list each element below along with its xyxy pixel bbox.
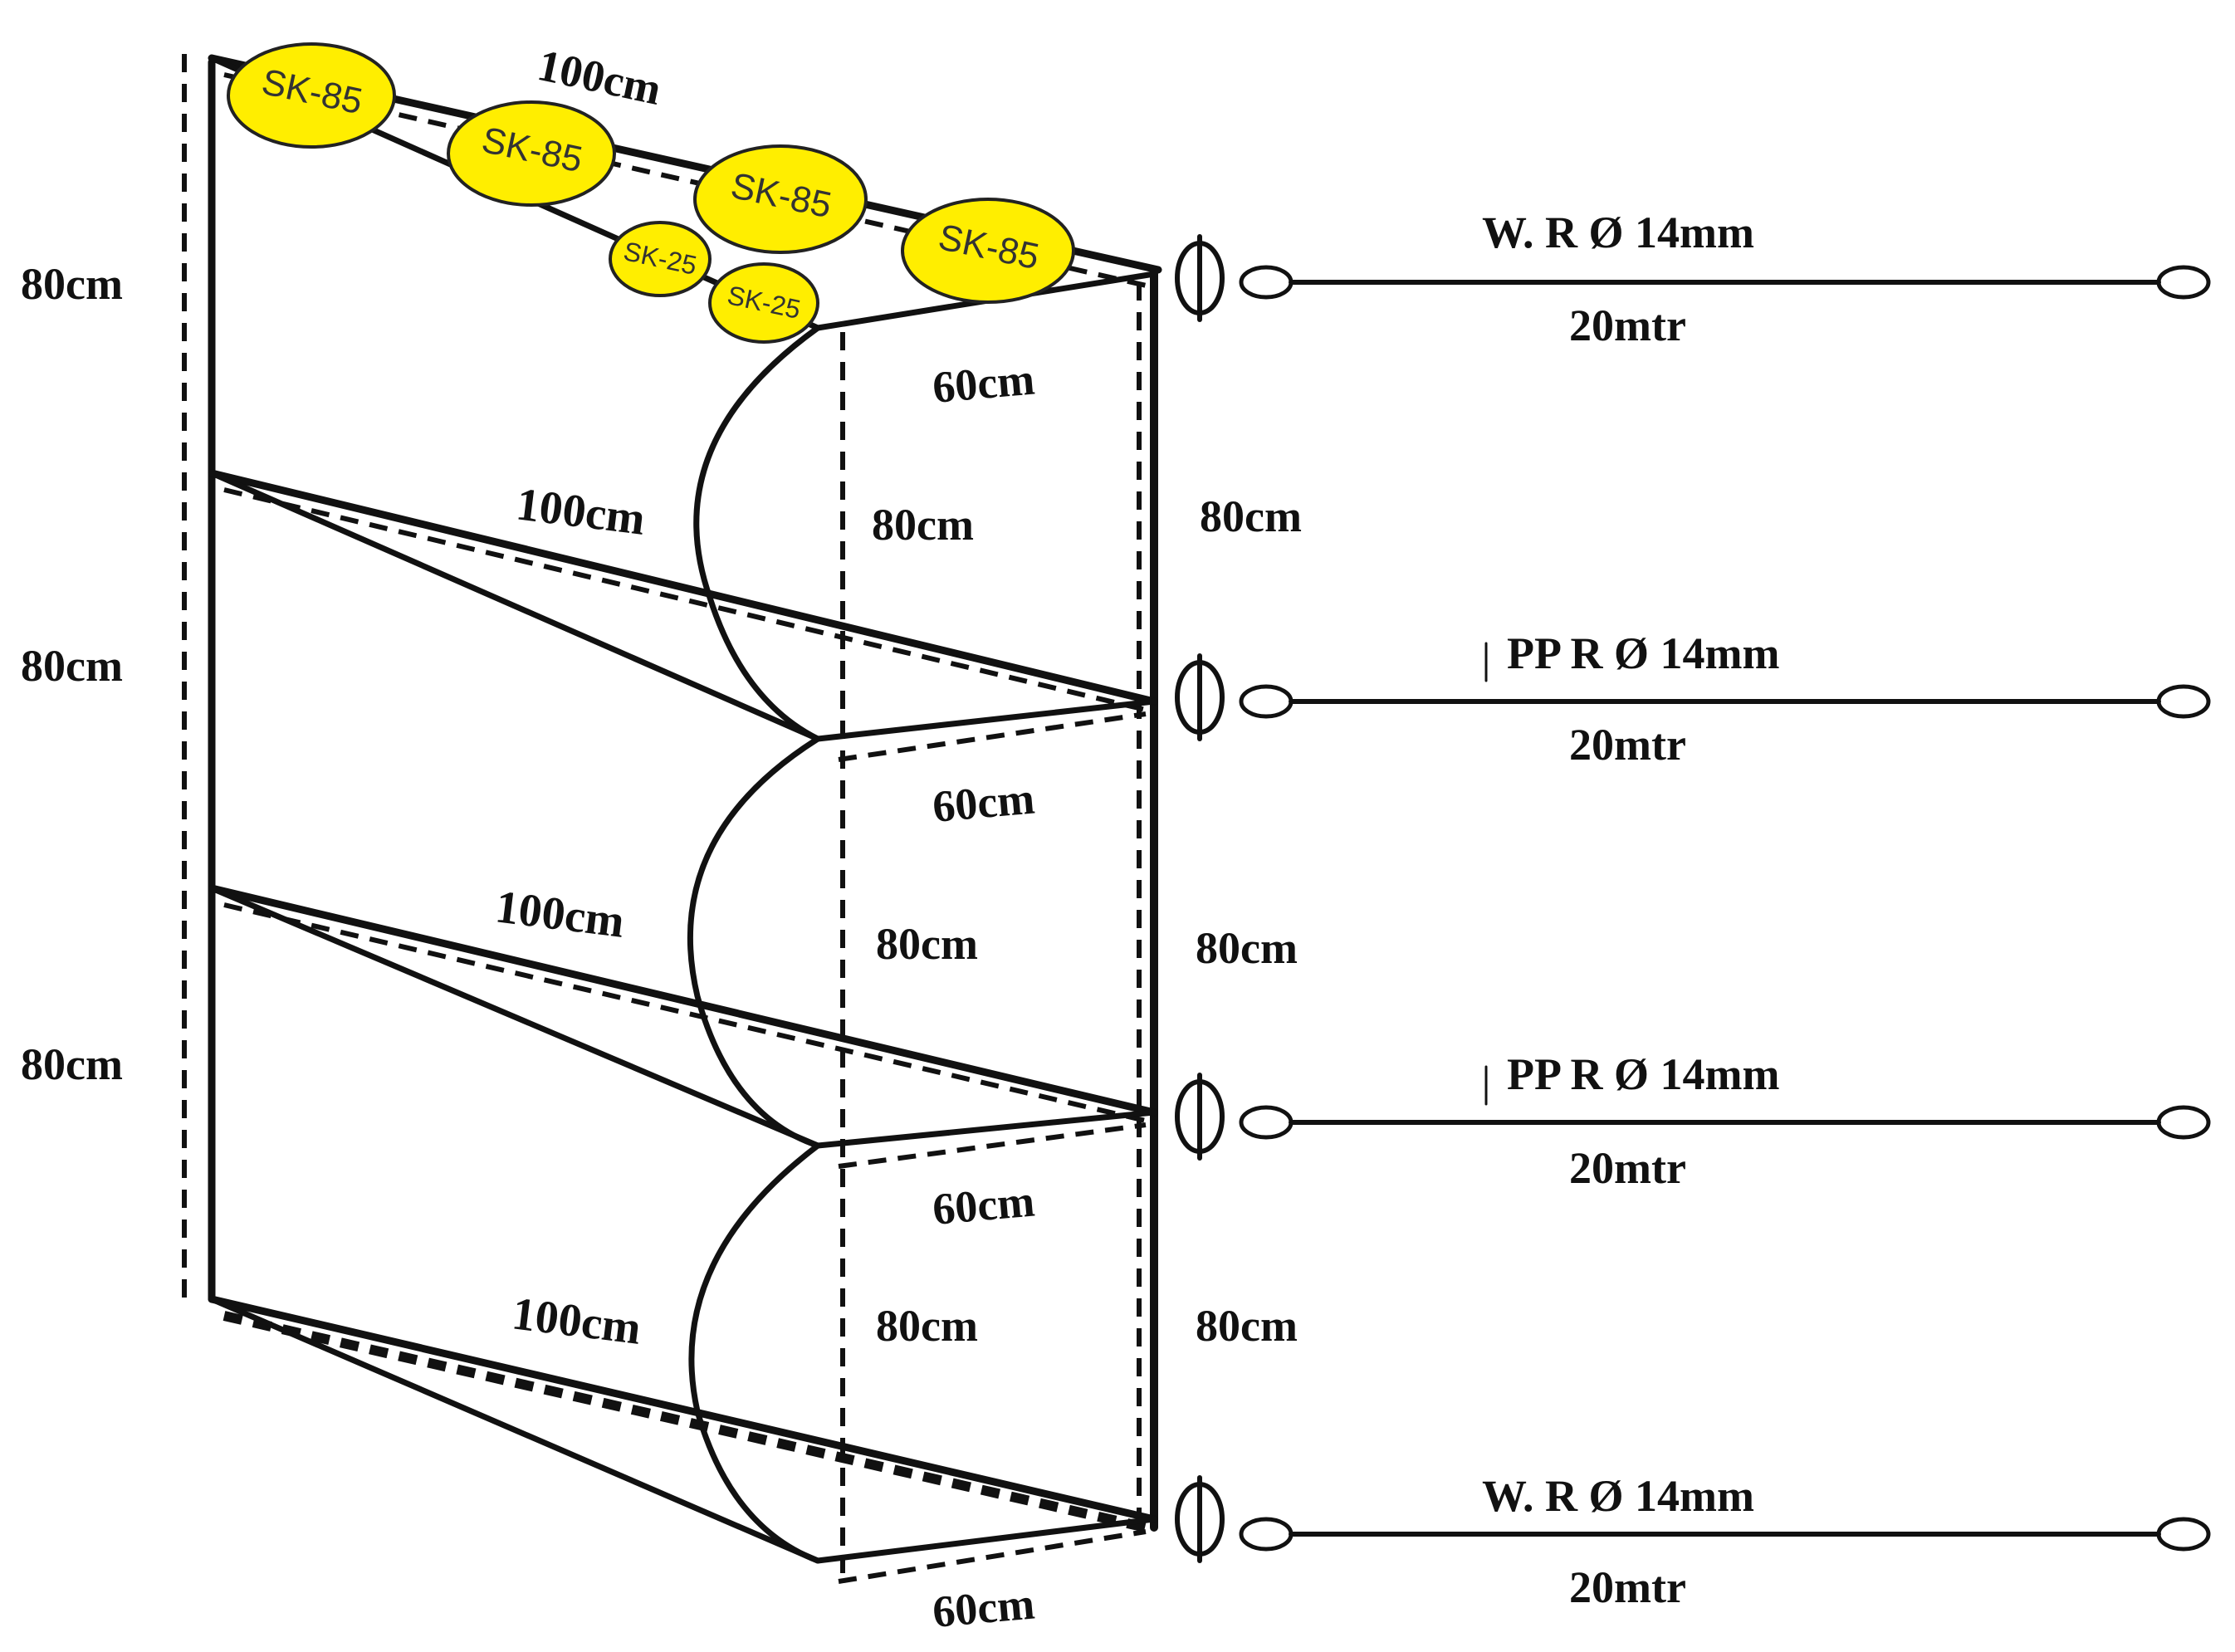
inner-height-label: 80cm: [876, 1301, 978, 1351]
left-frame: [182, 54, 216, 1303]
depth-label: 60cm: [931, 1175, 1037, 1234]
left-height-label: 80cm: [21, 641, 123, 691]
depth-label: 60cm: [931, 773, 1037, 831]
rope-2: [1175, 653, 2211, 741]
tier-2-chamber: [208, 736, 1158, 1169]
float-5: SK-25: [609, 221, 712, 297]
rope-3: [1175, 1073, 2211, 1161]
diagonal-length-label: 100cm: [509, 1288, 643, 1354]
inner-height-label: 80cm: [872, 500, 974, 550]
right-height-label: 80cm: [1200, 491, 1302, 541]
right-frame: [1137, 266, 1158, 1532]
rope-type-label: PP R Ø 14mm: [1507, 628, 1779, 678]
float-4: SK-85: [901, 198, 1075, 304]
rope-length-label: 20mtr: [1569, 1562, 1686, 1612]
rope-type-label: W. R Ø 14mm: [1482, 1471, 1754, 1521]
rope-length-label: 20mtr: [1569, 301, 1686, 350]
right-height-label: 80cm: [1196, 923, 1298, 973]
left-height-label: 80cm: [21, 1039, 123, 1089]
float-2: SK-85: [447, 100, 616, 207]
left-height-label: 80cm: [21, 259, 123, 309]
diagonal-length-label: 100cm: [492, 881, 627, 947]
rope-length-label: 20mtr: [1569, 1143, 1686, 1193]
rope-4: [1175, 1475, 2211, 1563]
dimension-labels: 80cm 80cm 80cm 100cm 100cm 100cm 100cm 6…: [21, 40, 1302, 1637]
inner-height-label: 80cm: [876, 919, 978, 969]
float-3: SK-85: [693, 144, 868, 254]
depth-label: 60cm: [931, 1578, 1037, 1636]
rope-length-label: 20mtr: [1569, 720, 1686, 770]
rope-type-label: W. R Ø 14mm: [1482, 208, 1754, 257]
right-height-label: 80cm: [1196, 1301, 1298, 1351]
tier-1-chamber: [208, 325, 1158, 762]
diagonal-length-label: 100cm: [513, 478, 648, 545]
rope-type-label: PP R Ø 14mm: [1507, 1049, 1779, 1099]
float-1: SK-85: [227, 42, 396, 149]
depth-label: 60cm: [931, 354, 1037, 412]
rope-labels: W. R Ø 14mm 20mtr PP R Ø 14mm 20mtr PP R…: [1482, 208, 1779, 1612]
tier-3-chamber: [208, 1142, 1158, 1584]
float-6: SK-25: [708, 262, 819, 344]
rope-1: [1175, 234, 2211, 322]
